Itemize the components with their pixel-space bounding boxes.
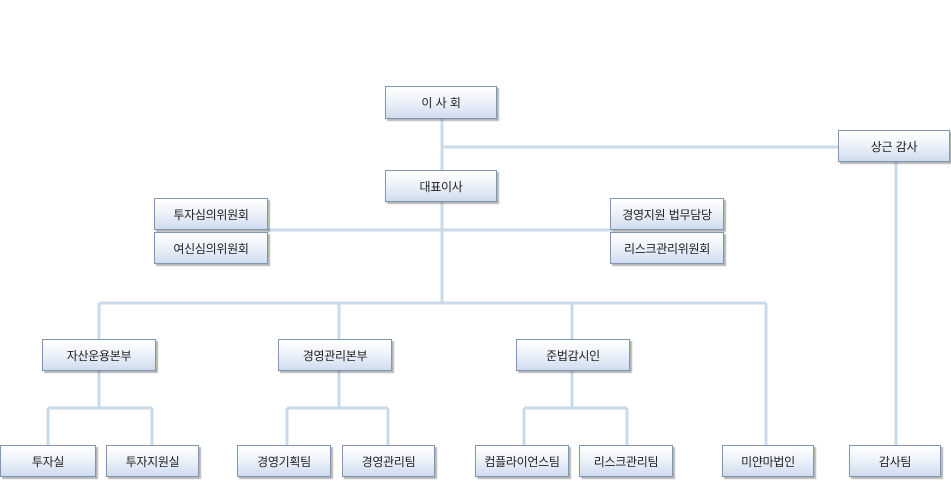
investment-team-box: 투자실 xyxy=(0,445,96,477)
risk-committee-box: 리스크관리위원회 xyxy=(610,232,724,264)
compliance-officer-box: 준법감시인 xyxy=(516,339,630,371)
asset-management-division-box: 자산운용본부 xyxy=(42,339,156,371)
board-box: 이 사 회 xyxy=(385,86,497,119)
myanmar-subsidiary-box: 미얀마법인 xyxy=(722,445,814,477)
management-division-box: 경영관리본부 xyxy=(278,339,392,371)
investment-support-team-box: 투자지원실 xyxy=(106,445,199,477)
investment-committee-box: 투자심의위원회 xyxy=(154,198,268,230)
credit-committee-box: 여신심의위원회 xyxy=(154,232,268,264)
legal-affairs-box: 경영지원 법무담당 xyxy=(610,198,724,230)
compliance-team-box: 컴플라이언스팀 xyxy=(475,445,569,477)
risk-management-team-box: 리스크관리팀 xyxy=(579,445,673,477)
auditor-box: 상근 감사 xyxy=(838,130,950,162)
planning-team-box: 경영기획팀 xyxy=(237,445,331,477)
audit-team-box: 감사팀 xyxy=(849,445,941,477)
management-team-box: 경영관리팀 xyxy=(342,445,435,477)
ceo-box: 대표이사 xyxy=(385,170,497,202)
